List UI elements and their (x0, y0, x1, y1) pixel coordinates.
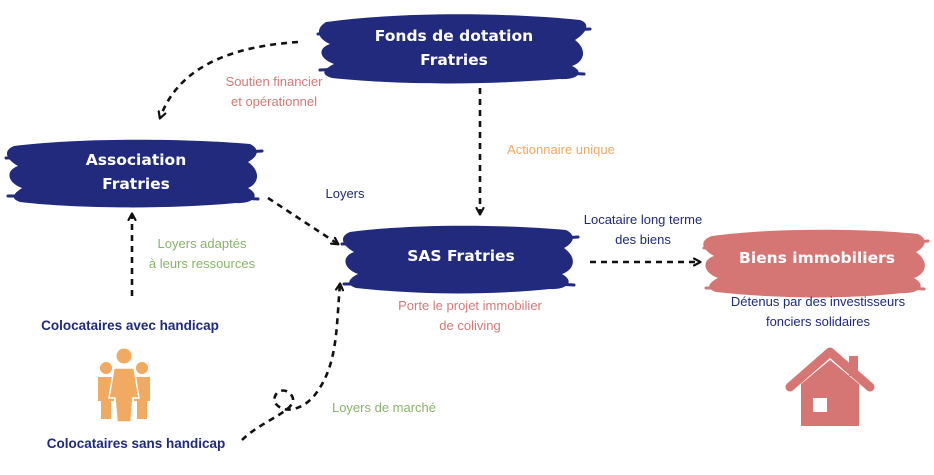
arrow-fonds-to-association (160, 40, 299, 118)
biens-description-line1: Détenus par des investisseurs (730, 294, 906, 309)
sas-description-line1: Porte le projet immobilier (398, 298, 542, 313)
biens-box-shape (702, 229, 930, 298)
association-title-line2: Fratries (102, 175, 170, 193)
colocataires-avec-handicap-label: Colocataires avec handicap (41, 318, 219, 333)
loyers-label: Loyers (325, 186, 365, 201)
fonds-box-shape (316, 14, 592, 84)
soutien-label: Soutien financier et opérationnel (204, 72, 344, 112)
loyers-adaptes-line2: à leurs ressources (148, 256, 256, 271)
biens-title: Biens immobiliers (739, 249, 895, 267)
biens-description: Détenus par des investisseurs fonciers s… (722, 292, 914, 332)
sas-description-line2: de coliving (439, 318, 501, 333)
sas-box-shape (340, 225, 580, 294)
locataire-line1: Locataire long terme (583, 212, 703, 227)
association-box-shape (4, 139, 264, 208)
sas-title: SAS Fratries (407, 247, 515, 265)
locataire-label: Locataire long terme des biens (568, 210, 718, 250)
arrow-association-to-sas (267, 196, 338, 244)
sas-description: Porte le projet immobilier de coliving (380, 296, 560, 336)
colocataires-sans-handicap-label: Colocataires sans handicap (46, 436, 226, 451)
house-icon (785, 347, 875, 426)
loyers-adaptes-label: Loyers adaptés à leurs ressources (140, 234, 264, 274)
fonds-title-line2: Fratries (420, 51, 488, 69)
soutien-line1: Soutien financier (225, 74, 323, 89)
arrow-sans-handicap-to-sas (241, 284, 340, 441)
soutien-line2: et opérationnel (230, 94, 317, 109)
association-title: Association Fratries (18, 148, 254, 196)
loyers-marche-label: Loyers de marché (331, 400, 437, 415)
loyers-adaptes-line1: Loyers adaptés (157, 236, 247, 251)
biens-description-line2: fonciers solidaires (765, 314, 871, 329)
fonds-title-line1: Fonds de dotation (374, 27, 534, 45)
locataire-line2: des biens (615, 232, 671, 247)
actionnaire-label: Actionnaire unique (507, 142, 615, 157)
association-title-line1: Association (85, 151, 187, 169)
people-group-icon (98, 348, 150, 423)
fonds-title: Fonds de dotation Fratries (330, 24, 578, 72)
